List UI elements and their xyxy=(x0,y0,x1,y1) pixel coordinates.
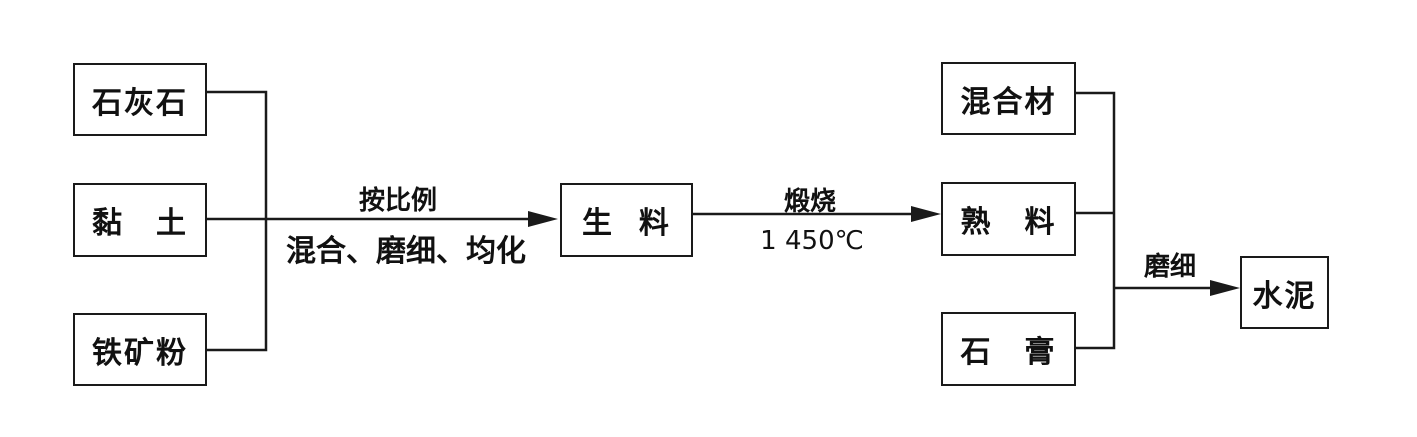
clay-box: 黏 土 xyxy=(73,183,207,257)
arrow-to-raw-meal-head xyxy=(528,211,558,227)
mix-grind-homogenize-label: 混合、磨细、均化 xyxy=(286,234,526,269)
clinker-box: 熟 料 xyxy=(941,182,1076,256)
raw-material-bracket xyxy=(207,90,268,352)
calcination-label: 煅烧 xyxy=(783,187,837,217)
gypsum-box: 石 膏 xyxy=(941,312,1076,386)
grinding-label: 磨细 xyxy=(1143,252,1197,282)
arrow-to-cement-head xyxy=(1210,280,1240,296)
iron-ore-powder-box: 铁矿粉 xyxy=(73,313,207,386)
additive-bracket xyxy=(1076,91,1116,350)
arrow-to-clinker-head xyxy=(911,206,941,222)
limestone-box: 石灰石 xyxy=(73,63,207,136)
raw-meal-box: 生 料 xyxy=(560,183,693,257)
cement-box: 水泥 xyxy=(1240,256,1329,329)
temperature-label: 1 450℃ xyxy=(760,226,864,256)
proportion-label: 按比例 xyxy=(358,186,438,216)
blending-material-box: 混合材 xyxy=(941,62,1076,135)
